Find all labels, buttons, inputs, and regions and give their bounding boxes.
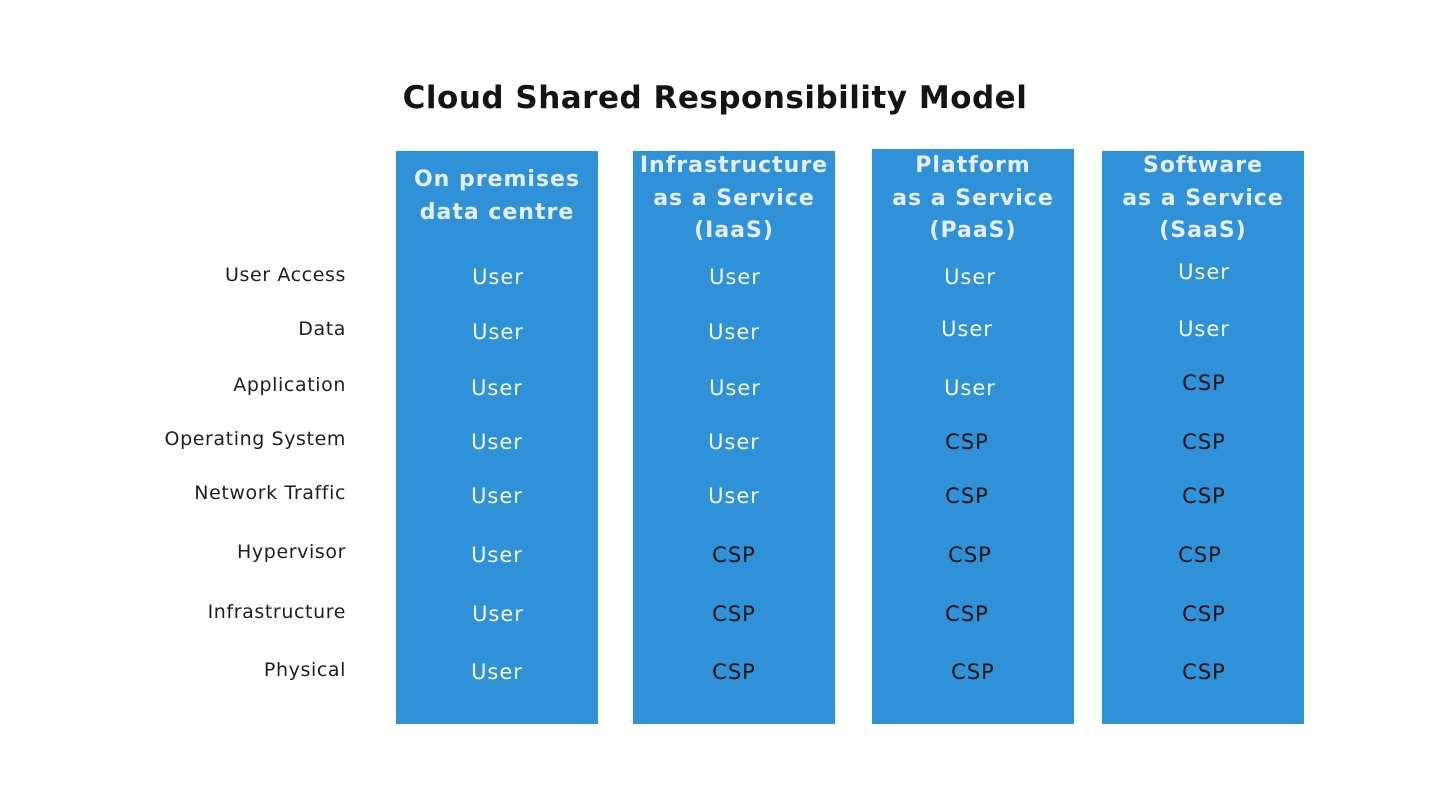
- column-on-premises: On premises data centre User User User U…: [396, 151, 598, 724]
- cell-saas-user-access: User: [1178, 260, 1230, 284]
- cell-onprem-data: User: [472, 320, 524, 344]
- row-label-hypervisor: Hypervisor: [237, 541, 346, 563]
- row-label-user-access: User Access: [225, 264, 346, 286]
- row-label-physical: Physical: [263, 659, 346, 681]
- column-header-line: as a Service: [653, 185, 815, 211]
- row-label-infrastructure: Infrastructure: [207, 601, 346, 623]
- cell-saas-operating-system: CSP: [1182, 430, 1226, 454]
- cell-iaas-physical: CSP: [712, 660, 756, 684]
- cell-paas-physical: CSP: [951, 660, 995, 684]
- row-label-data: Data: [298, 318, 346, 340]
- column-header-line: data centre: [419, 199, 575, 225]
- column-header-line: (SaaS): [1159, 218, 1247, 243]
- cell-onprem-infrastructure: User: [472, 602, 524, 626]
- cell-iaas-operating-system: User: [708, 430, 760, 454]
- cell-iaas-data: User: [708, 320, 760, 344]
- column-header-on-premises: On premises data centre: [396, 164, 598, 229]
- column-header-line: as a Service: [1122, 185, 1284, 211]
- cell-iaas-network-traffic: User: [708, 484, 760, 508]
- column-header-line: (IaaS): [694, 218, 774, 243]
- cell-onprem-operating-system: User: [471, 430, 523, 454]
- column-header-iaas: Infrastructure as a Service (IaaS): [633, 150, 835, 248]
- cell-iaas-application: User: [709, 376, 761, 400]
- row-label-operating-system: Operating System: [164, 428, 346, 450]
- cell-onprem-physical: User: [471, 660, 523, 684]
- cell-paas-user-access: User: [944, 265, 996, 289]
- column-saas: Software as a Service (SaaS) User User C…: [1102, 151, 1304, 724]
- column-header-line: as a Service: [892, 185, 1054, 211]
- row-label-network-traffic: Network Traffic: [194, 482, 346, 504]
- cell-saas-application: CSP: [1182, 371, 1226, 395]
- column-paas: Platform as a Service (PaaS) User User U…: [872, 149, 1074, 724]
- cell-paas-network-traffic: CSP: [945, 484, 989, 508]
- cell-paas-data: User: [941, 317, 993, 341]
- column-header-line: Platform: [915, 153, 1031, 178]
- cell-onprem-hypervisor: User: [471, 543, 523, 567]
- column-header-line: Infrastructure: [639, 153, 829, 178]
- column-iaas: Infrastructure as a Service (IaaS) User …: [633, 151, 835, 724]
- page-title: Cloud Shared Responsibility Model: [0, 80, 1432, 116]
- column-header-paas: Platform as a Service (PaaS): [872, 150, 1074, 248]
- cell-saas-hypervisor: CSP: [1178, 543, 1222, 567]
- cell-iaas-infrastructure: CSP: [712, 602, 756, 626]
- cell-onprem-network-traffic: User: [471, 484, 523, 508]
- cell-saas-physical: CSP: [1182, 660, 1226, 684]
- column-header-saas: Software as a Service (SaaS): [1102, 150, 1304, 248]
- cell-saas-network-traffic: CSP: [1182, 484, 1226, 508]
- cell-saas-data: User: [1178, 317, 1230, 341]
- cell-onprem-application: User: [471, 376, 523, 400]
- cell-paas-application: User: [944, 376, 996, 400]
- cell-paas-hypervisor: CSP: [948, 543, 992, 567]
- row-label-application: Application: [233, 374, 346, 396]
- column-header-line: (PaaS): [929, 218, 1017, 243]
- page-title-text: Cloud Shared Responsibility Model: [402, 80, 1028, 116]
- cell-saas-infrastructure: CSP: [1182, 602, 1226, 626]
- cell-paas-infrastructure: CSP: [945, 602, 989, 626]
- cell-onprem-user-access: User: [472, 265, 524, 289]
- column-header-line: Software: [1143, 153, 1263, 178]
- cell-iaas-hypervisor: CSP: [712, 543, 756, 567]
- cell-iaas-user-access: User: [709, 265, 761, 289]
- cell-paas-operating-system: CSP: [945, 430, 989, 454]
- column-header-line: On premises: [413, 167, 581, 192]
